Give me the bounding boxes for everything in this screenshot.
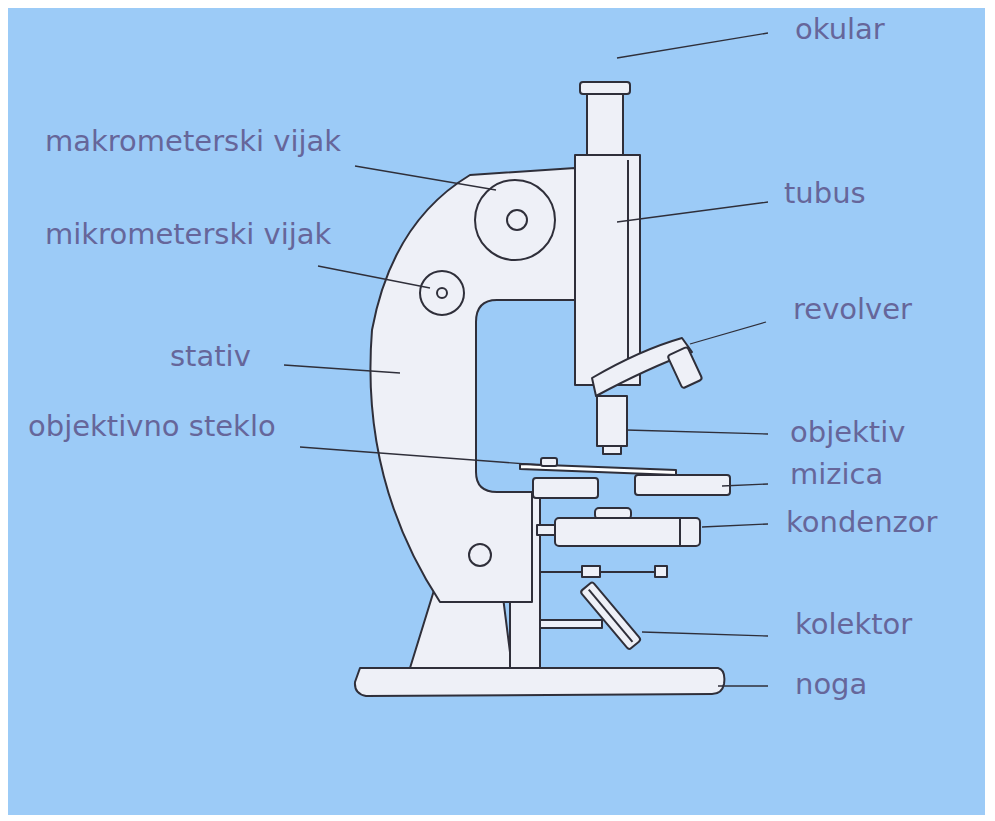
part-label: mikrometerski vijak <box>45 218 331 251</box>
eyepiece-rim <box>580 82 630 94</box>
part-label: okular <box>795 13 885 46</box>
condenser <box>555 518 700 546</box>
arm <box>370 168 575 602</box>
tube <box>575 155 640 385</box>
coarse-knob <box>475 180 555 260</box>
part-label: kolektor <box>795 608 912 641</box>
part-label: tubus <box>784 177 866 210</box>
lever-knob <box>655 566 667 577</box>
part-label: revolver <box>793 293 912 326</box>
base <box>355 668 724 696</box>
part-label: kondenzor <box>786 506 937 539</box>
part-label: objektivno steklo <box>28 410 276 443</box>
knob-hub <box>437 288 447 298</box>
objective-tip <box>603 446 621 454</box>
stage-left <box>533 478 598 498</box>
condenser-ring <box>679 518 681 546</box>
stage-right <box>635 475 730 495</box>
part-label: objektiv <box>790 416 905 449</box>
stage-clip <box>541 458 557 466</box>
collector-edge <box>589 590 633 642</box>
part-label: mizica <box>790 458 883 491</box>
fine-knob <box>420 271 464 315</box>
part-label: stativ <box>170 340 251 373</box>
tube-edge <box>627 160 629 380</box>
diaphragm-lever <box>540 571 665 573</box>
objective <box>597 396 627 446</box>
collector-support <box>540 620 602 628</box>
knob-hub <box>507 210 527 230</box>
part-label: makrometerski vijak <box>45 125 341 158</box>
pivot <box>469 544 491 566</box>
lever-block <box>582 566 600 577</box>
collector <box>580 582 641 651</box>
part-label: noga <box>795 668 867 701</box>
side-objective <box>667 347 702 389</box>
leader-lines <box>284 33 768 686</box>
eyepiece <box>587 92 623 155</box>
